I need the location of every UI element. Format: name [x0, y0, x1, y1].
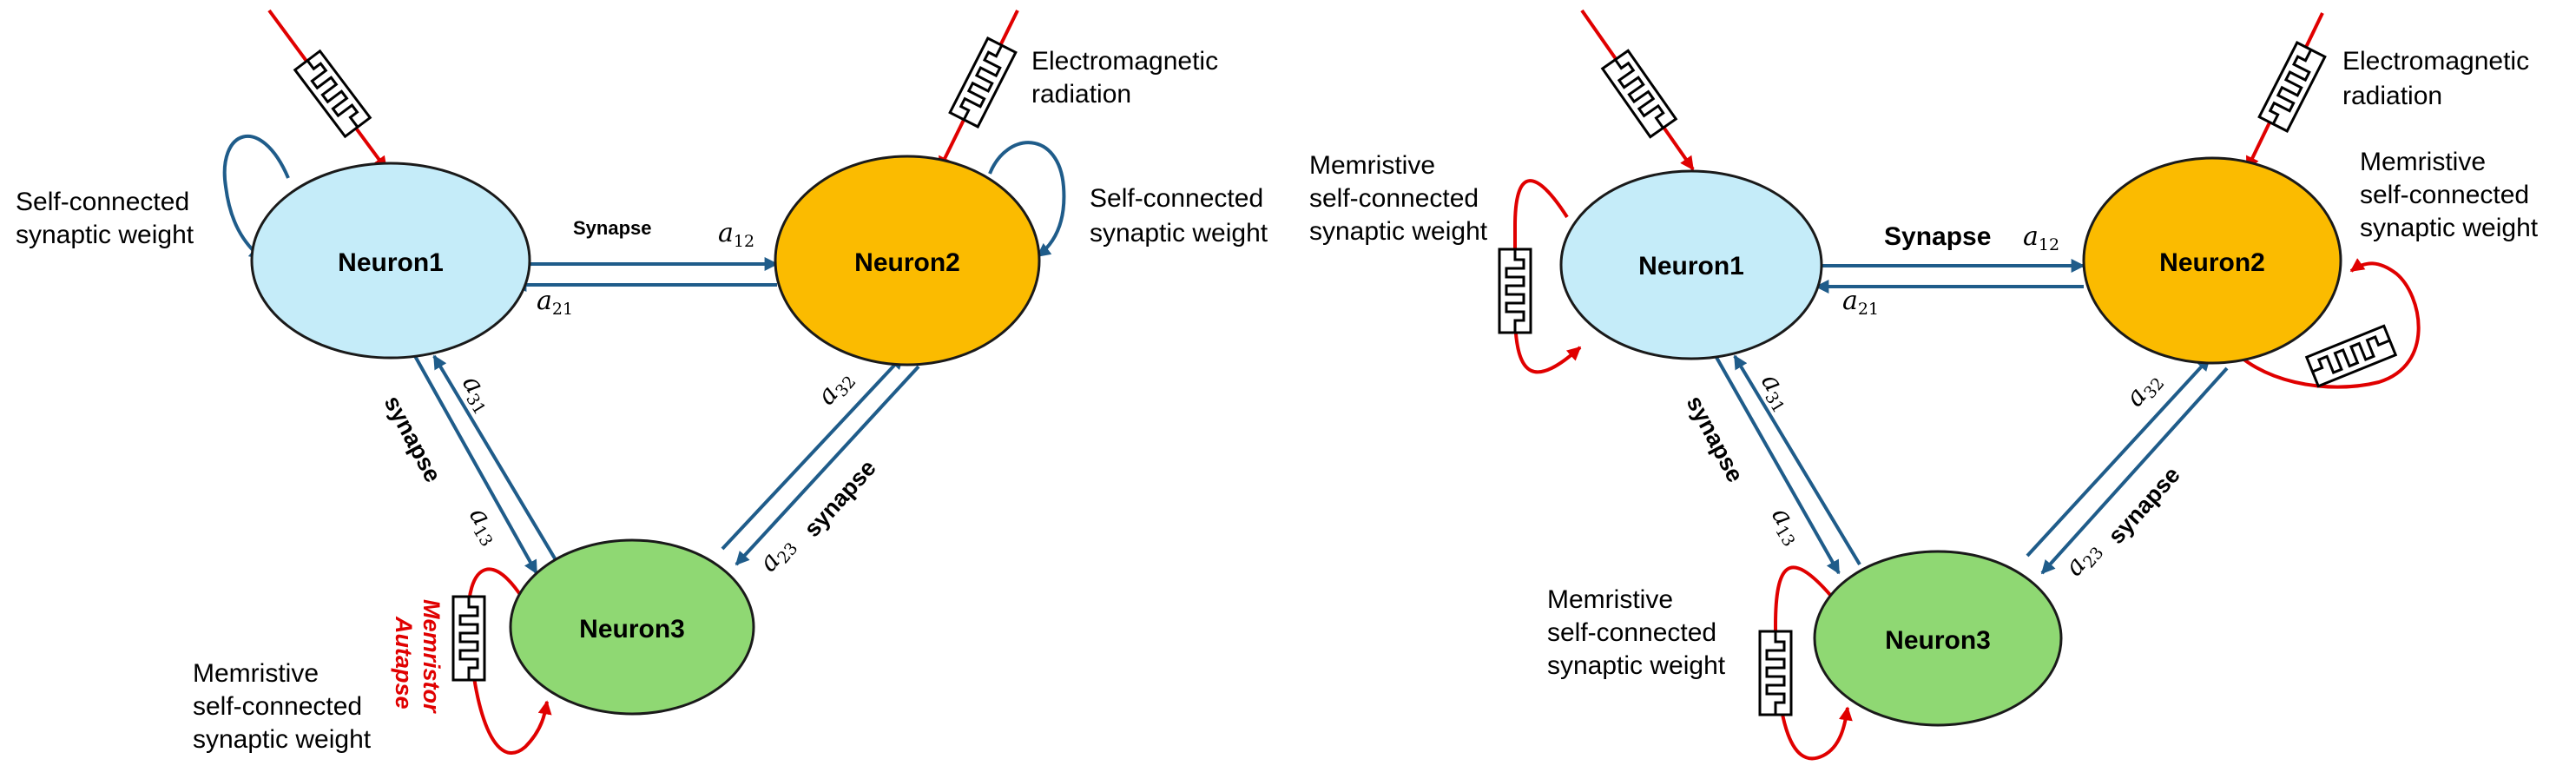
synapse-arrow-n1-n3: [1713, 353, 1841, 575]
memristor-icon: [293, 50, 372, 138]
weight-a31: a31: [454, 370, 502, 419]
neuron2-label: Neuron2: [2159, 248, 2265, 277]
memristive-weight-label-n1: Memristive self-connected synaptic weigh…: [1309, 151, 1488, 246]
synapse-arrow-n3-n2: [2026, 356, 2211, 558]
synapse-arrow-n2-n3: [735, 365, 920, 566]
memristor-icon: [1601, 49, 1677, 139]
synapse-arrow-n3-n1: [1733, 354, 1861, 566]
neuron3-node: [1813, 550, 2063, 727]
memristive-weight-label-n2: Memristive self-connected synaptic weigh…: [2360, 148, 2539, 242]
neuron3-node: [509, 538, 755, 716]
synapse-arrow-n3-n2: [721, 354, 905, 551]
em-radiation-label: Electromagnetic radiation: [1031, 47, 1225, 109]
memristive-loop-n2: [2225, 258, 2421, 389]
neuron3-label: Neuron3: [579, 615, 685, 644]
memristor-icon: [451, 595, 486, 682]
memristive-weight-label-n3: Memristive self-connected synaptic weigh…: [1547, 585, 1726, 680]
memristor-icon: [1498, 248, 1532, 334]
weight-a32: a32: [2119, 365, 2168, 414]
synapse-top-label: Synapse: [573, 217, 652, 239]
neuron2-node: [774, 155, 1041, 366]
synapse-arrow-n2-n3: [2040, 366, 2229, 575]
memristor-icon: [1758, 630, 1793, 716]
neuron3-label: Neuron3: [1885, 626, 1991, 655]
weight-a21: a21: [1842, 286, 1879, 319]
weight-a23: a23: [2059, 534, 2107, 584]
neuron2-label: Neuron2: [854, 248, 960, 277]
self-loop-n2: [988, 141, 1066, 258]
weight-a21: a21: [537, 286, 573, 319]
neuron1-node: [1559, 169, 1823, 360]
self-weight-label-n2: Self-connected synaptic weight: [1090, 184, 1270, 248]
weight-a12: a12: [718, 218, 754, 251]
synapse-arrow-n3-n1: [432, 354, 559, 564]
right-diagram: Neuron1 Neuron2 Neuron3 Memristive self-…: [1309, 9, 2539, 761]
memristor-autapse-label: Memristor Autapse: [391, 599, 445, 719]
memristive-weight-label: Memristive self-connected synaptic weigh…: [193, 659, 372, 754]
left-diagram: Neuron1 Neuron2 Neuron3 Self-connected s…: [16, 9, 1270, 755]
memristor-icon: [948, 36, 1018, 129]
self-loop-n1: [222, 134, 290, 261]
synapse-right-label: synapse: [2103, 462, 2185, 549]
synapse-right-label: synapse: [799, 455, 881, 542]
synapse-left-label: synapse: [1682, 392, 1749, 487]
synapse-arrow-n1-n3: [413, 355, 538, 575]
weight-a31: a31: [1753, 368, 1801, 417]
neuron1-label: Neuron1: [1638, 252, 1744, 281]
neuron2-node: [2082, 156, 2342, 365]
memristor-icon: [2257, 41, 2327, 133]
weight-a12: a12: [2023, 221, 2059, 254]
self-weight-label-n1: Self-connected synaptic weight: [16, 188, 196, 249]
memristor-icon: [2305, 324, 2397, 388]
neuron1-label: Neuron1: [338, 248, 444, 277]
neuron1-node: [250, 162, 531, 360]
weight-a32: a32: [811, 363, 860, 413]
em-radiation-label: Electromagnetic radiation: [2342, 47, 2536, 110]
synapse-left-label: synapse: [379, 392, 446, 487]
synapse-top-label: Synapse: [1884, 222, 1991, 251]
